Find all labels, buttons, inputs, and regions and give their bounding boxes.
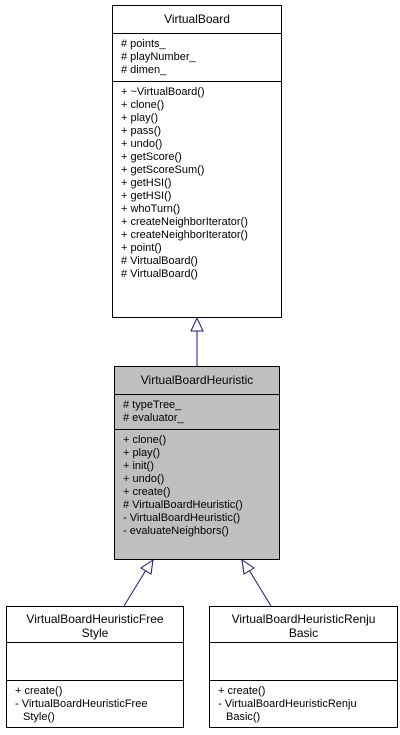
method: + create() xyxy=(218,685,266,697)
method: + clone() xyxy=(123,434,167,446)
method: + ~VirtualBoard() xyxy=(121,86,205,98)
method: + create() xyxy=(123,486,171,498)
method: - VirtualBoardHeuristic() xyxy=(123,512,241,524)
methods-section: + ~VirtualBoard() + clone() + play() + p… xyxy=(113,82,281,285)
method: Style() xyxy=(23,711,55,723)
method: + point() xyxy=(121,242,162,254)
class-virtual-board-heuristic-free-style[interactable]: VirtualBoardHeuristicFree Style + create… xyxy=(6,606,184,728)
method: - VirtualBoardHeuristicRenju xyxy=(218,698,357,710)
attribute: # points_ xyxy=(121,38,166,50)
method: + undo() xyxy=(123,473,165,485)
method: + getHSI() xyxy=(121,177,172,189)
attributes-section: # points_ # playNumber_ # dimen_ xyxy=(113,34,281,82)
edge-renju-arrowhead xyxy=(241,558,255,575)
class-name-line1: VirtualBoardHeuristicRenju xyxy=(231,612,376,626)
method: + undo() xyxy=(121,138,163,150)
method: # VirtualBoard() xyxy=(121,255,198,267)
edge-freestyle-arrowhead xyxy=(140,558,154,575)
class-name: VirtualBoardHeuristic xyxy=(115,367,279,395)
class-name: VirtualBoardHeuristicFree Style xyxy=(7,607,183,643)
method: Basic() xyxy=(226,711,261,723)
edge-freestyle-to-heuristic xyxy=(123,569,147,607)
edge-renju-to-heuristic xyxy=(248,569,272,607)
method: + getHSI() xyxy=(121,190,172,202)
method: + whoTurn() xyxy=(121,203,181,215)
method: - VirtualBoardHeuristicFree xyxy=(15,698,148,710)
method: + play() xyxy=(123,447,160,459)
method: + pass() xyxy=(121,125,162,137)
method: + createNeighborIterator() xyxy=(121,216,248,228)
method: # VirtualBoardHeuristic() xyxy=(123,499,243,511)
attribute: # playNumber_ xyxy=(121,51,196,63)
class-name-line2: Style xyxy=(81,626,109,640)
class-name-line2: Basic xyxy=(288,626,319,640)
edge-heuristic-arrowhead xyxy=(190,316,204,332)
attribute: # dimen_ xyxy=(121,64,167,76)
attribute: # evaluator_ xyxy=(123,412,184,424)
attributes-section xyxy=(7,643,183,681)
method: + init() xyxy=(123,460,154,472)
method: + clone() xyxy=(121,99,165,111)
method: + getScore() xyxy=(121,151,182,163)
methods-section: + create() - VirtualBoardHeuristicFree S… xyxy=(7,681,183,728)
class-virtual-board-heuristic[interactable]: VirtualBoardHeuristic # typeTree_ # eval… xyxy=(114,366,280,560)
method: + create() xyxy=(15,685,63,697)
class-virtual-board-heuristic-renju-basic[interactable]: VirtualBoardHeuristicRenju Basic + creat… xyxy=(209,606,398,728)
attribute: # typeTree_ xyxy=(123,399,182,411)
method: + createNeighborIterator() xyxy=(121,229,248,241)
class-name: VirtualBoard xyxy=(113,6,281,34)
method: + getScoreSum() xyxy=(121,164,205,176)
class-name: VirtualBoardHeuristicRenju Basic xyxy=(210,607,397,643)
methods-section: + create() - VirtualBoardHeuristicRenju … xyxy=(210,681,397,728)
class-virtual-board[interactable]: VirtualBoard # points_ # playNumber_ # d… xyxy=(112,5,282,318)
method: - evaluateNeighbors() xyxy=(123,525,229,537)
attributes-section xyxy=(210,643,397,681)
attributes-section: # typeTree_ # evaluator_ xyxy=(115,395,279,430)
method: + play() xyxy=(121,112,158,124)
methods-section: + clone() + play() + init() + undo() + c… xyxy=(115,430,279,542)
method: # VirtualBoard() xyxy=(121,268,198,280)
class-name-line1: VirtualBoardHeuristicFree xyxy=(26,612,164,626)
